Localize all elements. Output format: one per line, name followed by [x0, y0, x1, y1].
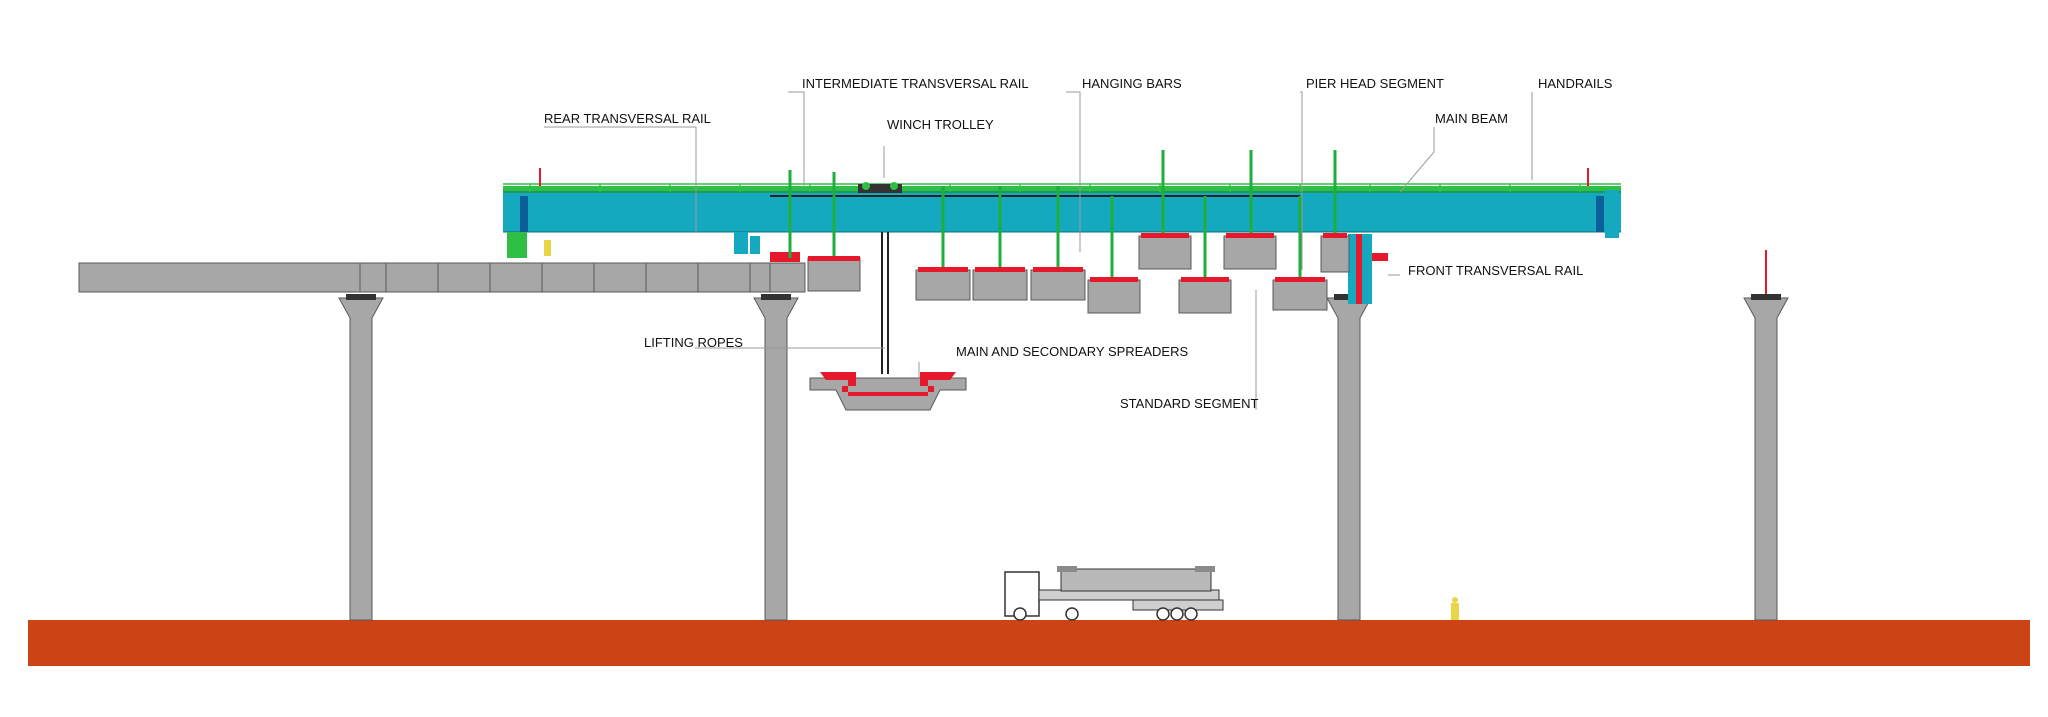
hanging-bars — [788, 150, 1337, 280]
label-main-beam: MAIN BEAM — [1435, 111, 1508, 126]
label-rear-transversal-rail: REAR TRANSVERSAL RAIL — [544, 111, 711, 126]
pier-1 — [338, 294, 384, 621]
rear-support — [507, 232, 800, 262]
label-front-transversal-rail: FRONT TRANSVERSAL RAIL — [1408, 263, 1583, 278]
ground — [28, 620, 2030, 666]
label-winch-trolley: WINCH TROLLEY — [887, 117, 994, 132]
label-main-and-secondary-spreaders: MAIN AND SECONDARY SPREADERS — [956, 344, 1188, 359]
main-beam — [503, 186, 1621, 233]
segment-being-lifted — [809, 372, 967, 411]
label-hanging-bars: HANGING BARS — [1082, 76, 1182, 91]
label-intermediate-transversal-rail: INTERMEDIATE TRANSVERSAL RAIL — [802, 76, 1029, 91]
spreaders — [808, 233, 1347, 282]
label-handrails: HANDRAILS — [1538, 76, 1613, 91]
truck — [1004, 566, 1224, 621]
person-figure — [1451, 597, 1459, 620]
leader-lines — [544, 91, 1533, 410]
completed-deck — [78, 262, 806, 293]
lifting-ropes — [881, 232, 889, 374]
hung-segments — [807, 235, 1350, 314]
label-pier-head-segment: PIER HEAD SEGMENT — [1306, 76, 1444, 91]
front-support — [1348, 190, 1619, 304]
handrails — [503, 183, 1621, 192]
pier-2 — [753, 294, 799, 621]
label-standard-segment: STANDARD SEGMENT — [1120, 396, 1258, 411]
label-lifting-ropes: LIFTING ROPES — [644, 335, 743, 350]
winch-trolley — [858, 182, 902, 193]
pier-3 — [1326, 294, 1372, 621]
pier-4 — [1743, 250, 1789, 621]
